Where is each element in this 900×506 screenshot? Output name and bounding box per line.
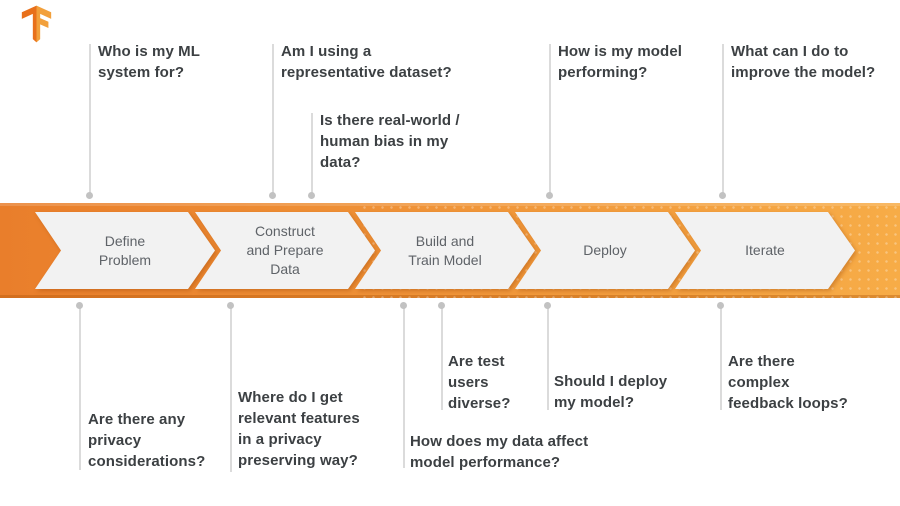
stage-label: Deploy <box>583 242 627 258</box>
connector-dot-top-2 <box>269 192 276 199</box>
connector-dot-top-4 <box>546 192 553 199</box>
connector-dot-bottom-6 <box>717 302 724 309</box>
connector-line-top-3 <box>311 113 313 193</box>
connector-line-bottom-5 <box>547 308 549 410</box>
pipeline-band: Define Problem Construct and Prepare Dat… <box>0 203 900 298</box>
connector-dot-bottom-1 <box>76 302 83 309</box>
connector-line-top-2 <box>272 44 274 193</box>
connector-line-bottom-3 <box>403 308 405 468</box>
question-bottom-features: Where do I get relevant features in a pr… <box>238 389 360 469</box>
stage-iterate: Iterate <box>675 212 855 289</box>
connector-dot-top-5 <box>719 192 726 199</box>
stage-deploy: Deploy <box>515 212 695 289</box>
stage-chevron: Build and Train Model <box>355 212 535 289</box>
question-bottom-feedback-loops: Are there complex feedback loops? <box>728 353 848 412</box>
question-bottom-data-performance: How does my data affect model performanc… <box>410 433 589 471</box>
connector-dot-bottom-2 <box>227 302 234 309</box>
connector-dot-top-3 <box>308 192 315 199</box>
stage-label: Build and Train Model <box>408 232 482 268</box>
connector-line-top-4 <box>549 44 551 193</box>
connector-line-bottom-6 <box>720 308 722 410</box>
question-top-who-for: Who is my ML system for? <box>98 43 201 81</box>
connector-dot-top-1 <box>86 192 93 199</box>
connector-dot-bottom-3 <box>400 302 407 309</box>
stage-chevron: Construct and Prepare Data <box>195 212 375 289</box>
question-bottom-test-users: Are test users diverse? <box>448 353 511 412</box>
stage-define-problem: Define Problem <box>35 212 215 289</box>
connector-line-bottom-2 <box>230 308 232 472</box>
question-top-performing: How is my model performing? <box>558 43 683 81</box>
connector-line-top-1 <box>89 44 91 193</box>
tensorflow-logo-icon <box>21 5 52 43</box>
stage-chevron: Deploy <box>515 212 695 289</box>
question-top-bias: Is there real-world / human bias in my d… <box>320 112 460 171</box>
connector-line-bottom-4 <box>441 308 443 410</box>
question-top-representative: Am I using a representative dataset? <box>281 43 452 81</box>
connector-line-top-5 <box>722 44 724 193</box>
stage-build-train-model: Build and Train Model <box>355 212 535 289</box>
stage-label: Iterate <box>745 242 785 258</box>
connector-line-bottom-1 <box>79 308 81 470</box>
connector-dot-bottom-4 <box>438 302 445 309</box>
stage-label: Construct and Prepare Data <box>246 223 324 277</box>
question-bottom-privacy: Are there any privacy considerations? <box>88 411 206 470</box>
stage-chevron: Iterate <box>675 212 855 289</box>
stage-chevron: Define Problem <box>35 212 215 289</box>
question-bottom-should-deploy: Should I deploy my model? <box>554 373 668 411</box>
stage-construct-prepare-data: Construct and Prepare Data <box>195 212 375 289</box>
stage-label: Define Problem <box>98 232 152 268</box>
connector-dot-bottom-5 <box>544 302 551 309</box>
question-top-improve: What can I do to improve the model? <box>731 43 876 81</box>
